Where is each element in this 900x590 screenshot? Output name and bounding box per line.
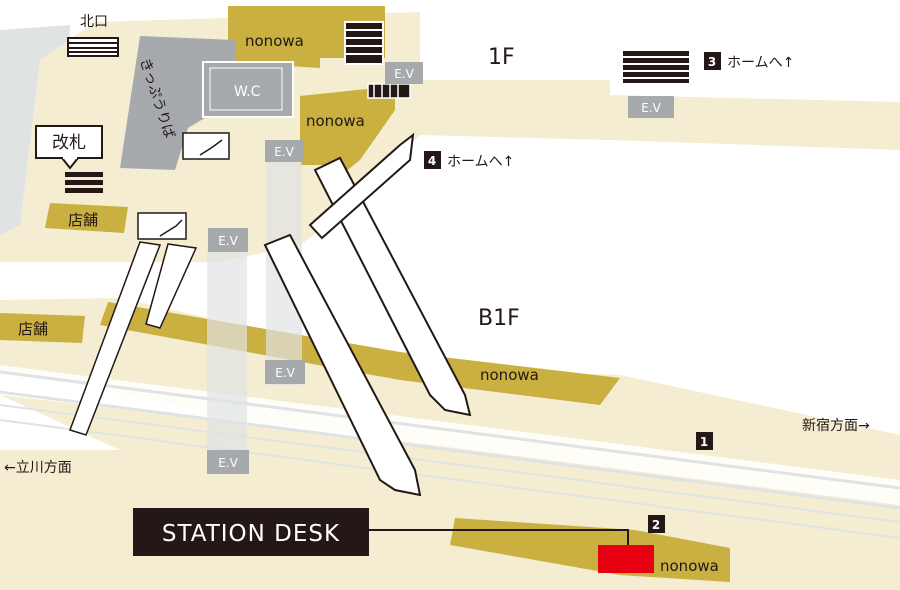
stairs-north [67,37,119,57]
ev-label-left: E.V [218,234,238,248]
station-desk-location [598,545,654,573]
platform-4-marker: 4 ホームへ↑ [424,151,514,170]
platform-3-number: 3 [708,55,716,69]
ev-box-left: E.V [208,228,248,252]
track-line-1 [0,370,900,490]
escalator-main-2 [313,156,472,417]
platform-1-marker: 1 [696,432,713,450]
shop-1f-area [45,203,128,233]
shop-b1-label: 店舗 [18,320,48,338]
escalator-upper-cross [308,132,415,240]
floor-1f-label: 1F [488,45,515,70]
ev-box-bottom: E.V [207,450,249,474]
ev-label-b1: E.V [275,366,295,380]
ev-label-platform-3: E.V [641,101,661,115]
small-stairs-shop [137,212,187,240]
ticket-gate-callout: 改札 [35,125,103,170]
nonowa-b1-label: nonowa [480,366,539,384]
nonowa-mid-area [300,86,395,172]
platform-3-marker: 3 ホームへ↑ [704,52,794,71]
station-desk-callout: STATION DESK [133,508,369,556]
platform-2-number: 2 [652,518,660,532]
nonowa-mid-label: nonowa [306,112,365,130]
stairs-nonowa-top [344,21,384,65]
station-desk-leader [368,529,629,545]
platform-3-text: ホームへ↑ [727,55,794,71]
platform-1-number: 1 [700,435,708,449]
ev-box-b1: E.V [265,360,305,384]
stairs-platform-3 [621,49,691,85]
ev-shaft-left [207,250,247,460]
small-stairs-kippu [182,132,230,160]
shop-1f-label: 店舗 [68,211,98,229]
ev-label-bottom: E.V [218,456,238,470]
track-line-4 [0,419,900,539]
track-line-3 [0,404,900,523]
station-desk-label: STATION DESK [162,521,340,547]
escalator-left [69,241,198,436]
platform-2-marker: 2 [648,515,665,533]
ev-box-mid: E.V [265,140,303,162]
platform-4-text: ホームへ↑ [447,154,514,170]
nonowa-bottom-label: nonowa [660,557,719,575]
ev-box-platform-3: E.V [628,96,674,118]
wc-label: W.C [234,84,261,100]
north-exit-label: 北口 [80,14,108,30]
ev-box-top: E.V [385,62,423,84]
track-line-2 [0,390,900,510]
stairs-ev-top [367,83,411,99]
ticket-gate-icon [65,172,103,193]
shop-b1-area [0,313,85,343]
to-shinjuku-label: 新宿方面→ [802,417,870,434]
corridor-1f-right [420,82,610,140]
escalator-main-1 [263,233,422,497]
wc-inner [209,67,283,111]
to-tachikawa-label: ←立川方面 [4,460,72,476]
nonowa-top-label: nonowa [245,32,304,50]
nonowa-bottom-area [450,518,730,582]
ev-label-mid: E.V [274,145,294,159]
floor-b1f-label: B1F [478,306,520,331]
ev-label-top: E.V [394,67,414,81]
platform-4-number: 4 [428,154,436,168]
ticket-gate-label: 改札 [52,133,86,153]
